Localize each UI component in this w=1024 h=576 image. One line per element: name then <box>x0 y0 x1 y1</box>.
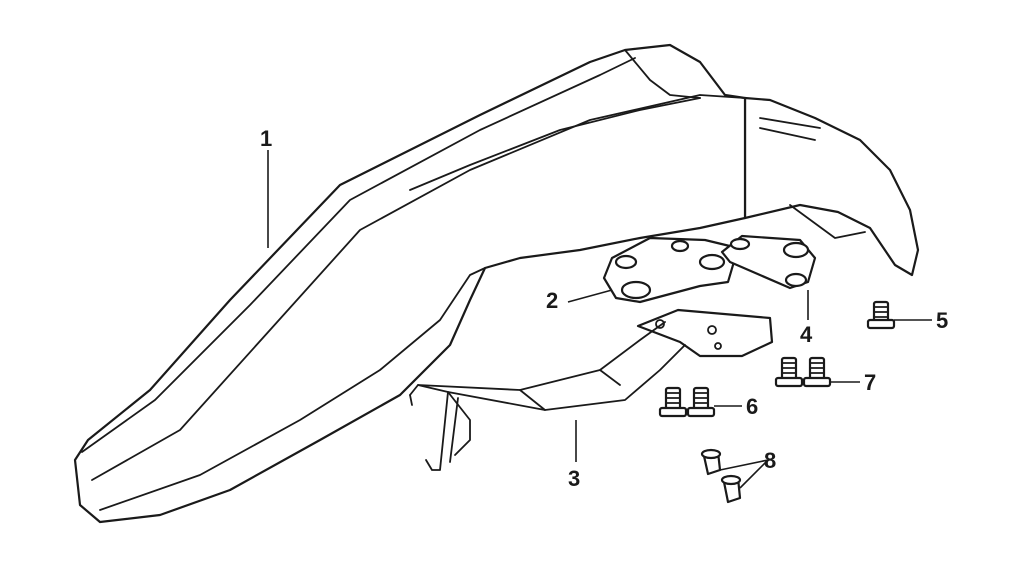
callout-6: 6 <box>746 394 758 419</box>
fender-stay <box>409 308 774 471</box>
bolt-7a <box>774 356 804 388</box>
callout-8: 8 <box>764 448 776 473</box>
front-fender <box>73 43 920 524</box>
bracket-plate-right <box>720 234 817 290</box>
callout-5: 5 <box>936 308 948 333</box>
bolt-5 <box>866 300 896 330</box>
leader-lines <box>267 150 932 489</box>
bolt-7b <box>802 356 832 388</box>
collar-8a <box>700 448 722 476</box>
collar-8b <box>720 474 742 504</box>
callout-7: 7 <box>864 370 876 395</box>
callout-4: 4 <box>800 322 813 347</box>
callout-3: 3 <box>568 466 580 491</box>
callout-2: 2 <box>546 288 558 313</box>
bolt-6a <box>658 386 688 418</box>
callout-1: 1 <box>260 126 272 151</box>
bracket-plate-left <box>602 236 740 304</box>
bolt-6b <box>686 386 716 418</box>
